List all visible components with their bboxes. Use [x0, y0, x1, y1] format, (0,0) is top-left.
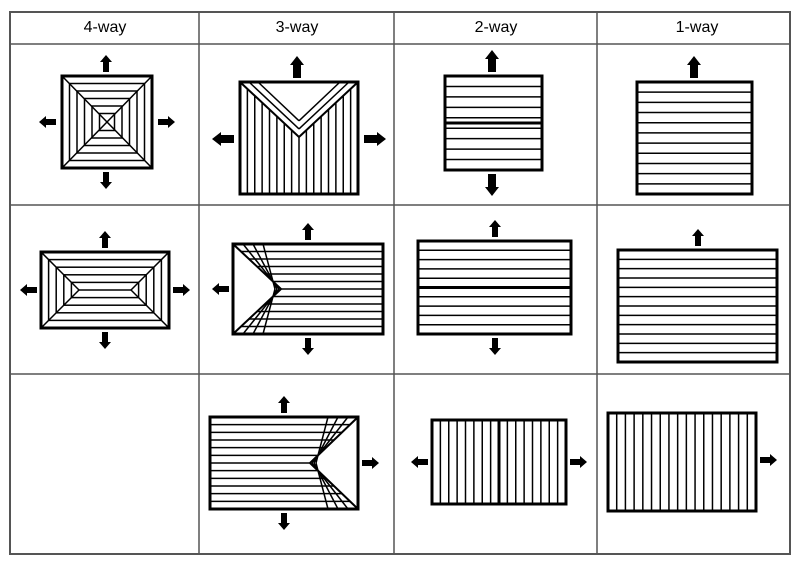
pattern-rect-hip-right: [208, 415, 360, 511]
pattern-cell-r1-c1: [39, 55, 175, 189]
arrow-down-icon: [485, 174, 499, 196]
hip-line: [40, 251, 80, 291]
pattern-rect-vertical: [606, 411, 758, 513]
arrow-right-icon: [362, 457, 379, 469]
header-1-way: 1-way: [676, 19, 719, 36]
pattern-square-concentric: [60, 74, 154, 170]
arrow-up-icon: [302, 223, 314, 240]
ring-outline: [55, 266, 155, 314]
ring-outline: [47, 258, 163, 322]
ring-outline: [91, 105, 123, 139]
ring-outline: [63, 274, 147, 306]
pattern-outline: [606, 411, 758, 513]
arrow-right-icon: [173, 284, 190, 296]
pattern-outline: [635, 80, 754, 196]
pattern-square-horizontal: [635, 80, 754, 196]
arrow-up-icon: [100, 55, 112, 72]
hip-line: [257, 81, 300, 122]
pattern-rect-horizontal: [616, 248, 779, 364]
pattern-cell-r2-c2: [212, 223, 385, 355]
arrow-up-icon: [99, 231, 111, 248]
pattern-cell-r2-c4: [616, 229, 779, 364]
hip-line: [61, 121, 108, 169]
ring-outline: [98, 112, 116, 132]
hip-line: [130, 251, 170, 291]
arrow-left-icon: [411, 456, 428, 468]
ring-outline: [68, 82, 146, 162]
ring-outline: [76, 90, 138, 154]
pattern-cell-r1-c4: [635, 56, 754, 196]
arrow-left-icon: [20, 284, 37, 296]
hip-line: [232, 243, 282, 290]
header-2-way: 2-way: [475, 19, 518, 36]
pattern-cells: [20, 50, 779, 530]
hip-line: [106, 75, 153, 123]
hip-line: [248, 81, 300, 130]
pattern-rect-hip-left: [231, 242, 385, 336]
hip-line: [309, 462, 359, 510]
pattern-rect-horizontal-split: [416, 239, 573, 336]
arrow-right-icon: [570, 456, 587, 468]
arrow-up-icon: [278, 396, 290, 413]
arrow-up-icon: [489, 220, 501, 237]
pattern-cell-r3-c4: [606, 411, 777, 513]
arrow-up-icon: [687, 56, 701, 78]
arrow-left-icon: [212, 283, 229, 295]
pattern-cell-r1-c2: [212, 56, 386, 196]
hip-line: [298, 81, 341, 122]
pattern-cell-r3-c2: [208, 396, 379, 530]
hip-line: [106, 121, 153, 169]
pattern-cell-r1-c3: [443, 50, 544, 196]
arrow-right-icon: [364, 132, 386, 146]
header-4-way: 4-way: [84, 19, 127, 36]
pattern-outline: [39, 250, 171, 330]
arrow-down-icon: [99, 332, 111, 349]
arrow-up-icon: [485, 50, 499, 72]
pattern-cell-r2-c1: [20, 231, 190, 349]
pattern-rect-concentric: [39, 250, 171, 330]
arrow-up-icon: [290, 56, 304, 78]
header-3-way: 3-way: [276, 19, 319, 36]
pattern-square-horizontal-split: [443, 74, 544, 172]
arrow-left-icon: [212, 132, 234, 146]
pattern-square-hip-3way: [238, 80, 360, 196]
ring-outline: [83, 97, 131, 147]
pattern-cell-r2-c3: [416, 220, 573, 355]
arrow-left-icon: [39, 116, 56, 128]
arrow-down-icon: [100, 172, 112, 189]
arrow-right-icon: [760, 454, 777, 466]
pattern-rect-vertical-split: [430, 418, 568, 506]
hip-line: [298, 81, 350, 130]
hip-line: [309, 416, 359, 464]
arrow-right-icon: [158, 116, 175, 128]
hip-line: [130, 289, 170, 329]
arrow-down-icon: [278, 513, 290, 530]
arrow-down-icon: [302, 338, 314, 355]
hip-line: [298, 81, 359, 138]
ring-outline: [70, 281, 140, 299]
table-border: [9, 11, 791, 555]
hip-line: [61, 75, 108, 123]
pattern-outline: [60, 74, 154, 170]
arrow-down-icon: [489, 338, 501, 355]
arrow-up-icon: [692, 229, 704, 246]
header-row: 4-way 3-way 2-way 1-way: [84, 19, 719, 36]
hip-line: [40, 289, 80, 329]
hip-line: [239, 81, 300, 138]
table-grid: [9, 11, 791, 555]
hip-line: [232, 288, 282, 335]
pattern-cell-r3-c3: [411, 418, 587, 506]
